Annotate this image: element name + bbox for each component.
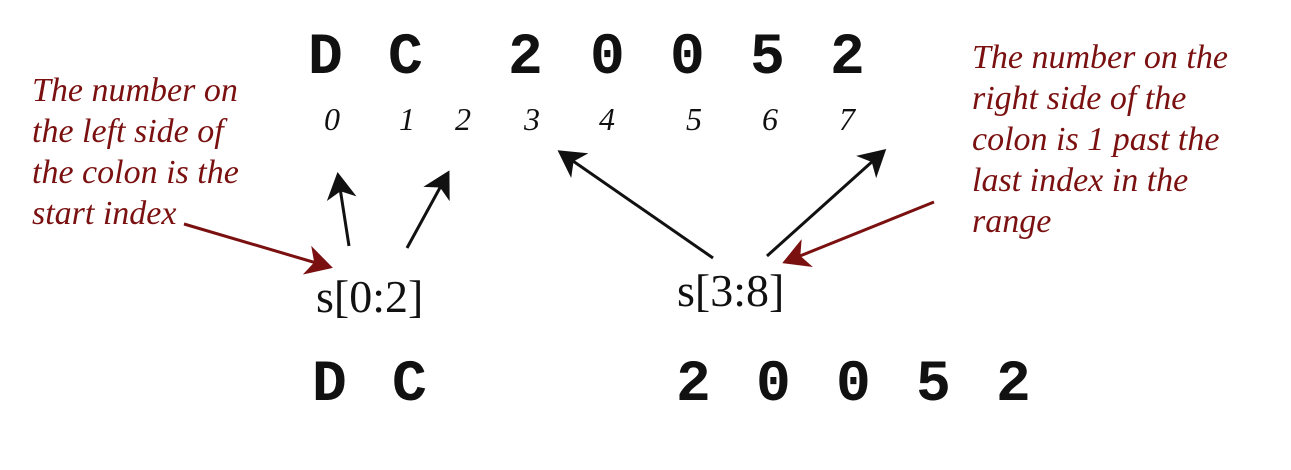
string-char-7: 2 [830,26,865,91]
string-char-5: 0 [670,26,705,91]
slice-b-result-char: 5 [916,353,951,418]
slice-b-result-char: 2 [996,353,1031,418]
index-label-0: 0 [324,101,340,137]
right-annotation-line: The number on the [972,39,1228,76]
slice-a-result-char: C [392,353,427,418]
right-annotation-line: range [972,203,1052,240]
left-annotation-line: start index [32,195,177,232]
slice-b-result-char: 0 [756,353,791,418]
index-label-6: 6 [762,101,778,137]
right-annotation-line: right side of the [972,80,1187,117]
string-char-6: 5 [750,26,785,91]
slice-expression-a: s[0:2] [316,271,424,322]
index-label-5: 5 [686,101,702,137]
string-char-0: D [308,26,343,91]
arrow-slice-b-start [557,150,714,260]
right-annotation: The number on the right side of the colo… [972,37,1228,242]
right-annotation-line: colon is 1 past the [972,121,1220,158]
left-annotation-line: The number on [32,72,238,109]
right-annotation-line: last index in the [972,162,1189,199]
arrow-slice-a-start [326,172,357,247]
index-label-4: 4 [599,101,615,137]
slice-expression-b: s[3:8] [677,265,785,316]
arrow-slice-a-end [405,170,450,249]
string-char-1: C [388,26,423,91]
slice-b-result-char: 2 [676,353,711,418]
slice-b-result-char: 0 [836,353,871,418]
left-annotation-line: the left side of [32,113,224,150]
arrow-right-annotation [782,200,935,267]
index-label-2: 2 [455,101,471,137]
arrow-slice-b-end [765,148,887,258]
left-annotation-line: the colon is the [32,154,239,191]
index-label-7: 7 [839,101,855,137]
arrow-left-annotation [183,222,333,275]
left-annotation: The number on the left side of the colon… [32,70,239,234]
string-char-3: 2 [508,26,543,91]
slice-a-result-char: D [312,353,347,418]
index-label-1: 1 [399,101,415,137]
string-char-4: 0 [590,26,625,91]
index-label-3: 3 [524,101,540,137]
